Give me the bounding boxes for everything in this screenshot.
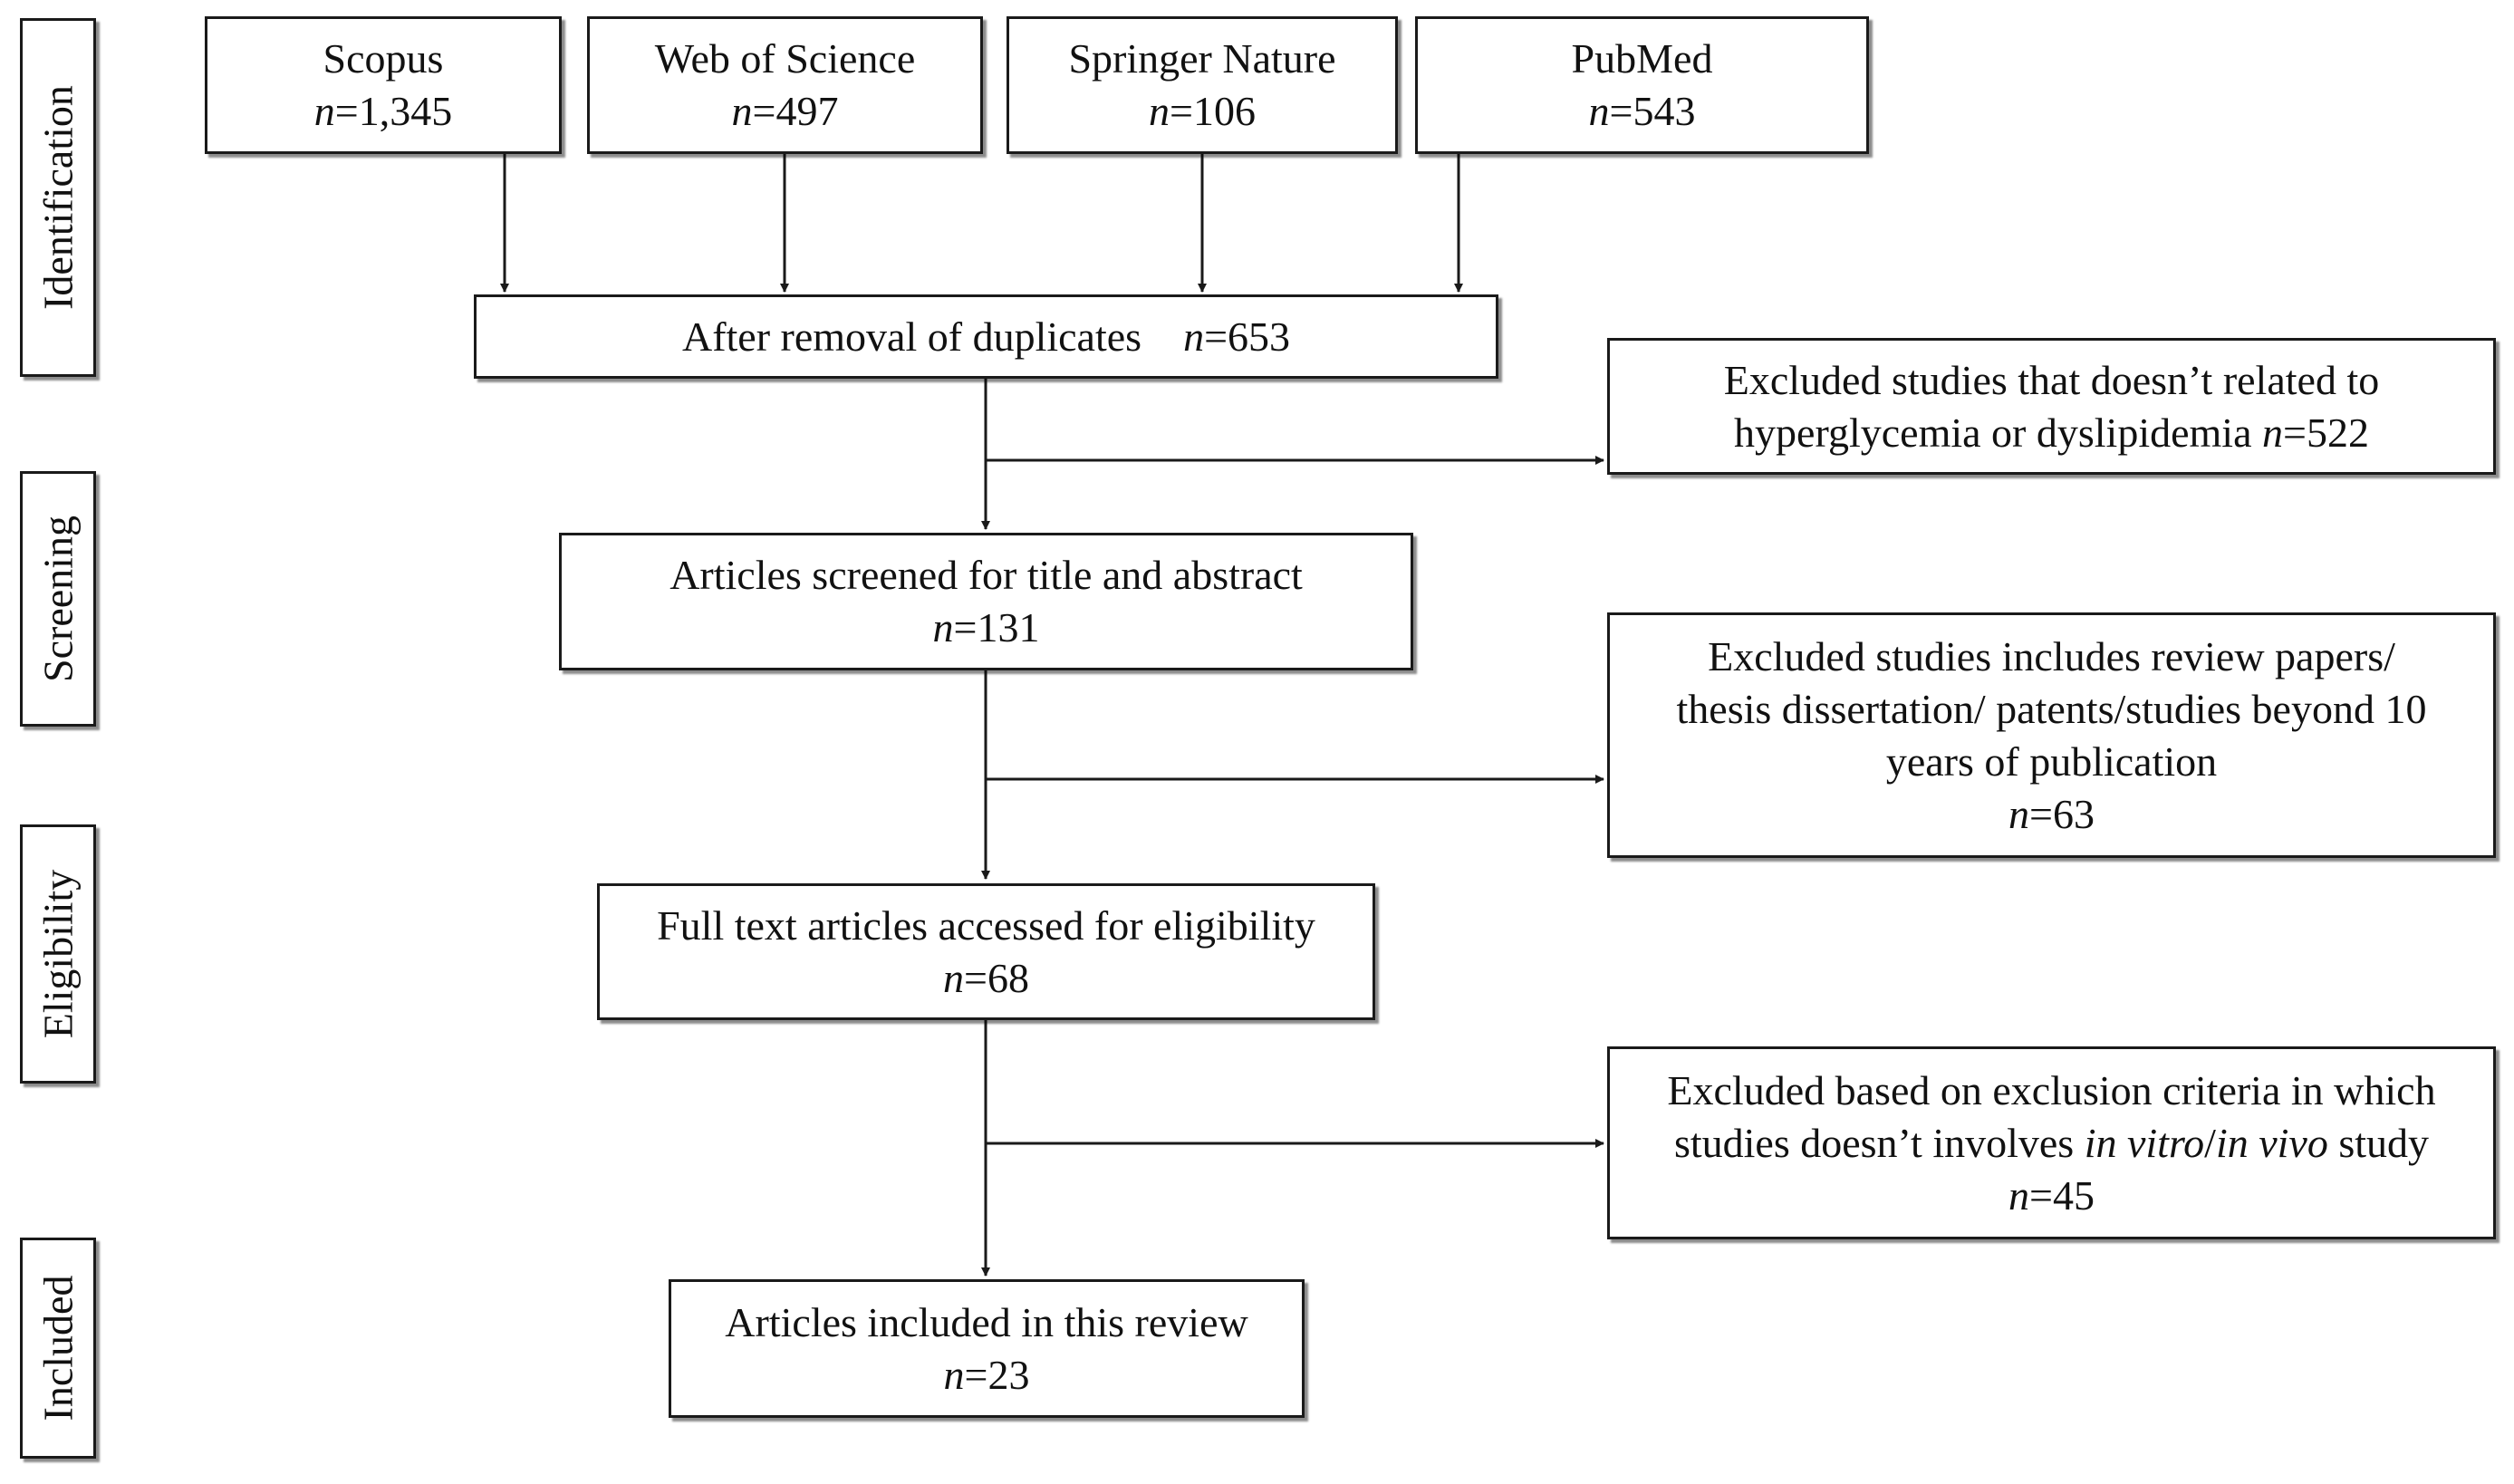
stage-identification: Identification <box>20 18 96 377</box>
excluded-3-line2: studies doesn’t involves in vitro/in viv… <box>1673 1119 2430 1166</box>
stage-included: Included <box>20 1238 96 1459</box>
excluded-2-line1: Excluded studies includes review papers/ <box>1708 632 2395 679</box>
source-count: n=1,345 <box>313 88 453 134</box>
source-count: n=497 <box>731 88 839 134</box>
after-duplicates-text: After removal of duplicates n=653 <box>681 313 1291 360</box>
source-name: PubMed <box>1571 35 1713 82</box>
fulltext-text: Full text articles accessed for eligibil… <box>657 901 1315 949</box>
included-box: Articles included in this review n=23 <box>669 1279 1305 1418</box>
source-name: Scopus <box>323 35 444 82</box>
screened-box: Articles screened for title and abstract… <box>559 533 1413 670</box>
source-springer-nature: Springer Nature n=106 <box>1007 16 1398 154</box>
stage-eligibility: Eligibility <box>20 824 96 1084</box>
excluded-3-line1: Excluded based on exclusion criteria in … <box>1667 1066 2436 1113</box>
excluded-1-line2: hyperglycemia or dyslipidemia n=522 <box>1734 409 2369 456</box>
stage-screening-label: Screening <box>34 516 82 682</box>
screened-count: n=131 <box>932 604 1040 650</box>
excluded-box-2: Excluded studies includes review papers/… <box>1607 612 2496 858</box>
excluded-1-line1: Excluded studies that doesn’t related to <box>1723 356 2380 403</box>
source-web-of-science: Web of Science n=497 <box>587 16 983 154</box>
stage-included-label: Included <box>34 1275 82 1421</box>
source-scopus: Scopus n=1,345 <box>205 16 562 154</box>
source-name: Springer Nature <box>1068 35 1336 82</box>
stage-identification-label: Identification <box>34 85 82 310</box>
included-text: Articles included in this review <box>725 1298 1248 1345</box>
included-count: n=23 <box>943 1351 1030 1398</box>
source-name: Web of Science <box>654 35 916 82</box>
after-duplicates-box: After removal of duplicates n=653 <box>474 294 1498 379</box>
fulltext-box: Full text articles accessed for eligibil… <box>597 883 1375 1020</box>
excluded-2-count: n=63 <box>2008 790 2095 837</box>
source-pubmed: PubMed n=543 <box>1415 16 1869 154</box>
stage-eligibility-label: Eligibility <box>34 869 82 1039</box>
excluded-box-3: Excluded based on exclusion criteria in … <box>1607 1046 2496 1239</box>
source-count: n=106 <box>1149 88 1256 134</box>
stage-screening: Screening <box>20 471 96 727</box>
excluded-2-line2: thesis dissertation/ patents/studies bey… <box>1676 685 2427 732</box>
excluded-2-line3: years of publication <box>1885 737 2218 785</box>
fulltext-count: n=68 <box>943 954 1029 1001</box>
excluded-box-1: Excluded studies that doesn’t related to… <box>1607 338 2496 475</box>
source-count: n=543 <box>1588 88 1696 134</box>
screened-text: Articles screened for title and abstract <box>669 552 1303 598</box>
excluded-3-count: n=45 <box>2008 1171 2095 1219</box>
